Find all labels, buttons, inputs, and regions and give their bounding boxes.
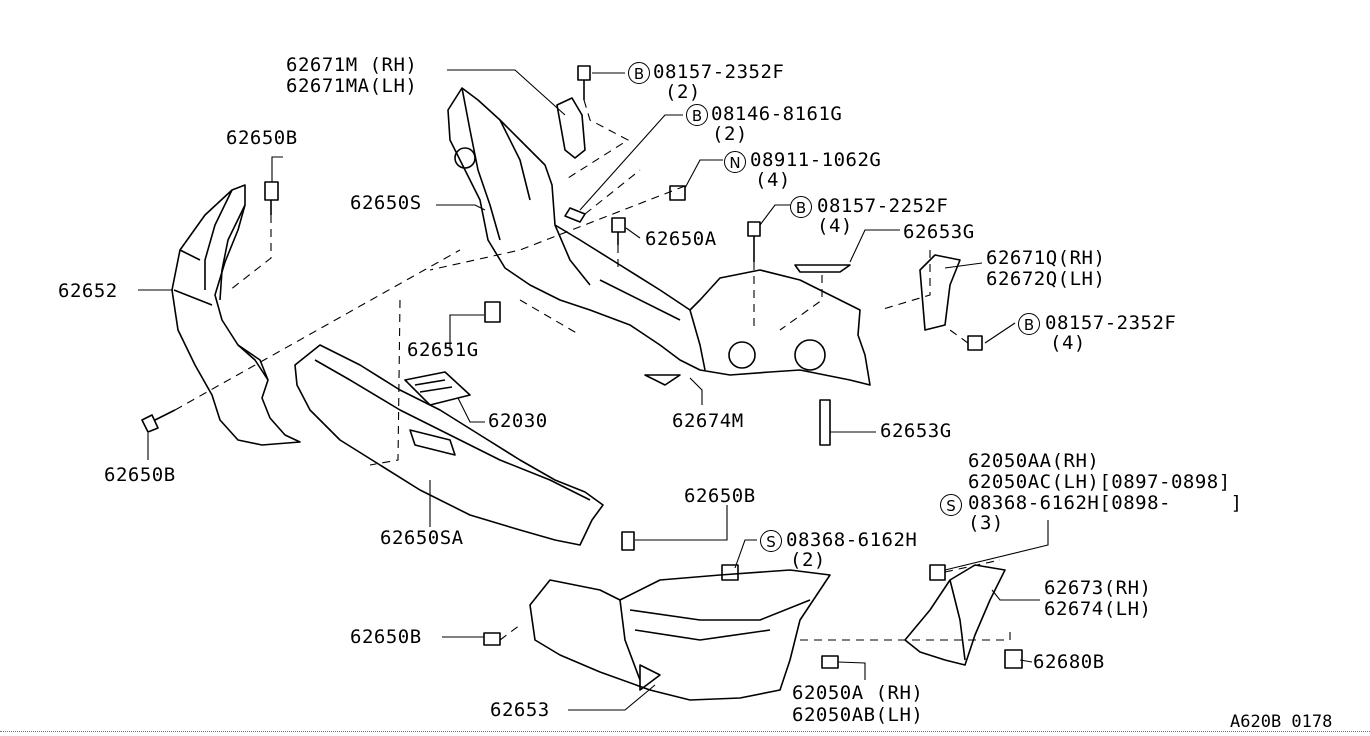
label-62030: 62030: [488, 410, 548, 432]
fastener-symbol-f7: S: [760, 530, 782, 552]
label-62653: 62653: [490, 699, 550, 721]
bracket-62673: [904, 564, 1006, 666]
fastener-qty-f6: (3): [968, 512, 1004, 534]
fastener-code-f5: 08157-2352F: [1045, 312, 1177, 334]
label-62651g: 62651G: [407, 339, 479, 361]
label-62673: 62673(RH): [1044, 577, 1152, 599]
label-62050aa: 62050AA(RH): [968, 450, 1100, 472]
lower-grille-62653: [529, 569, 831, 701]
label-62050ab: 62050AB(LH): [792, 704, 924, 726]
fastener-qty-f3: (4): [755, 169, 791, 191]
bolts: [141, 65, 1023, 669]
bottom-rule: [0, 731, 1370, 732]
fastener-qty-f7: (2): [790, 549, 826, 571]
label-62650a: 62650A: [645, 228, 717, 250]
label-62050a: 62050A (RH): [792, 682, 924, 704]
radiator-core-support-62650s: [447, 87, 871, 386]
fastener-symbol-f2: B: [686, 104, 708, 126]
label-62674: 62674(LH): [1044, 598, 1152, 620]
fastener-code-f1: 08157-2352F: [653, 61, 785, 83]
bracket-62671m: [556, 97, 586, 159]
fastener-qty-f4: (4): [817, 215, 853, 237]
label-62652: 62652: [58, 280, 118, 302]
bracket-62671q: [919, 254, 961, 331]
label-62650sa: 62650SA: [380, 527, 464, 549]
label-62671ma: 62671MA(LH): [286, 75, 418, 97]
label-62650b-left: 62650B: [104, 464, 176, 486]
label-62653g-top: 62653G: [903, 221, 975, 243]
label-62680b: 62680B: [1033, 651, 1105, 673]
fastener-code-f7: 08368-6162H: [786, 529, 918, 551]
label-62050ac: 62050AC(LH)[0897-0898]: [968, 471, 1231, 493]
fastener-symbol-f5: B: [1018, 313, 1040, 335]
fastener-symbol-f6: S: [940, 494, 962, 516]
fastener-code-f6: 08368-6162H[0898- ]: [968, 492, 1243, 514]
plate-62030: [404, 371, 471, 406]
diagram-code: A620B 0178: [1230, 712, 1333, 732]
label-62653g-bottom: 62653G: [880, 420, 952, 442]
fastener-code-f4: 08157-2252F: [817, 195, 949, 217]
fastener-code-f2: 08146-8161G: [711, 103, 843, 125]
fascia-62650sa: [294, 344, 604, 546]
label-62672q: 62672Q(LH): [986, 268, 1106, 290]
fastener-code-f3: 08911-1062G: [750, 149, 882, 171]
fastener-qty-f1: (2): [665, 81, 701, 103]
label-62650b-mid: 62650B: [684, 485, 756, 507]
fastener-qty-f2: (2): [712, 123, 748, 145]
fastener-symbol-f1: B: [628, 62, 650, 84]
fastener-symbol-f4: B: [790, 196, 812, 218]
label-62671m: 62671M (RH): [286, 54, 418, 76]
label-62650b-low: 62650B: [350, 626, 422, 648]
label-62650s: 62650S: [350, 192, 422, 214]
label-62671q: 62671Q(RH): [986, 247, 1106, 269]
label-62650b-top: 62650B: [226, 127, 298, 149]
fastener-symbol-f3: N: [724, 151, 746, 173]
bumper-side-left-62652: [171, 184, 301, 446]
fastener-qty-f5: (4): [1050, 332, 1086, 354]
label-62674m: 62674M: [672, 410, 744, 432]
